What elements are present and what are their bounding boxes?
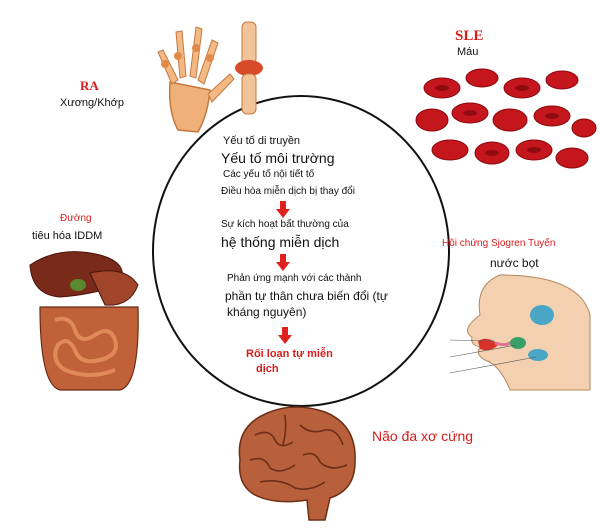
- ra-subtitle: Xương/Khớp: [60, 97, 124, 109]
- ra-title: RA: [80, 78, 99, 93]
- red-blood-cells-icon: [415, 68, 597, 169]
- iddm-subtitle: tiêu hóa IDDM: [32, 230, 103, 242]
- hand-joint-icon: [157, 21, 263, 133]
- step-abnormal-activation: Sự kích hoạt bất thường của: [221, 219, 349, 230]
- sjogren-title: Hội chứng Sjogren Tuyến: [442, 238, 556, 249]
- sjogren-subtitle: nước bọt: [490, 256, 539, 270]
- factor-genetic: Yếu tố di truyền: [223, 135, 301, 147]
- sle-subtitle: Máu: [457, 46, 479, 58]
- step-autoantigen: kháng nguyên): [227, 305, 307, 319]
- salivary-gland-icon: [449, 274, 591, 391]
- result-autoimmune-cont: dịch: [256, 363, 279, 375]
- step-self-components: phần tự thân chưa biến đổi (tự: [225, 289, 388, 303]
- result-autoimmune: Rối loạn tự miễn: [246, 348, 333, 360]
- sle-title: SLE: [455, 28, 484, 44]
- digestive-organs-icon: [29, 251, 139, 391]
- step-strong-reaction: Phản ứng mạnh với các thành: [227, 273, 362, 284]
- factor-immune-regulation: Điều hòa miễn dịch bị thay đổi: [221, 186, 355, 197]
- arrow-down-2: [276, 254, 290, 271]
- arrow-down-1: [276, 201, 290, 218]
- factor-environment: Yếu tố môi trường: [221, 150, 335, 166]
- ms-title: Não đa xơ cứng: [372, 428, 474, 444]
- arrow-down-3: [278, 327, 292, 344]
- step-immune-system: hệ thống miễn dịch: [221, 234, 340, 250]
- factor-hormonal: Các yếu tố nội tiết tố: [223, 169, 315, 180]
- central-circle: [152, 95, 450, 407]
- iddm-title: Đường: [60, 213, 92, 224]
- brain-icon: [238, 406, 356, 521]
